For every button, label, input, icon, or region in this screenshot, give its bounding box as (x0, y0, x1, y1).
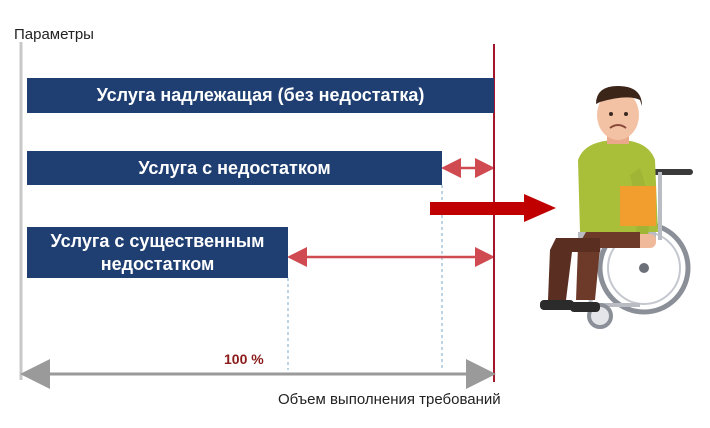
big-arrow-icon (430, 194, 556, 222)
x-axis-label: Объем выполнения требований (278, 391, 501, 408)
y-axis-label: Параметры (14, 26, 94, 43)
full-scale-label: 100 % (224, 351, 264, 367)
bar-service-with-defect: Услуга с недостатком (27, 151, 442, 185)
bar-proper-service: Услуга надлежащая (без недостатка) (27, 78, 494, 113)
person-in-wheelchair-icon (540, 86, 693, 329)
bar-service-with-significant-defect: Услуга с существенным недостатком (27, 227, 288, 278)
